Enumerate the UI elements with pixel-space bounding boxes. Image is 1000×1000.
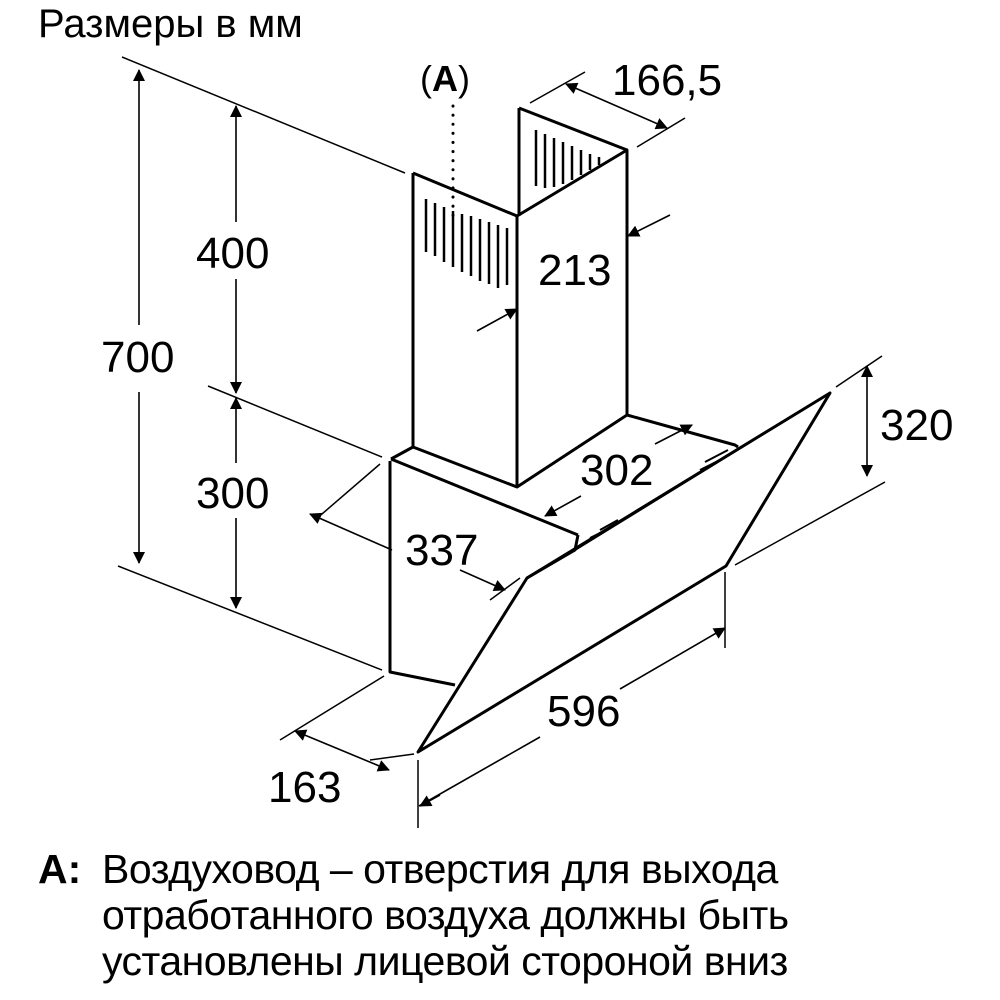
hood-outline	[388, 106, 832, 754]
extension-lines	[117, 56, 886, 828]
dim-body-width: 302	[580, 446, 653, 495]
dim-body-depth: 337	[405, 526, 478, 575]
footnote-line: Воздуховод – отверстия для выхода	[102, 846, 778, 892]
dim-body-height: 300	[196, 469, 269, 518]
footnote-line: установлены лицевой стороной вниз	[102, 938, 788, 984]
dim-total-height: 700	[101, 333, 174, 382]
dim-chimney-height: 400	[196, 229, 269, 278]
diagram-title: Размеры в мм	[38, 2, 303, 46]
dim-glass-height: 320	[880, 401, 953, 450]
dimension-arrows	[133, 69, 873, 807]
control-strip	[589, 449, 729, 539]
hood-dimension-drawing: (A) 700 400 300 166,5 213 302 337 320 59…	[101, 56, 953, 828]
footnote-key: A:	[38, 846, 82, 892]
vent-slots	[424, 130, 601, 288]
dim-bottom-depth: 163	[268, 763, 341, 812]
footnote-line: отработанного воздуха должны быть	[102, 892, 789, 938]
dim-chimney-width: 213	[538, 246, 611, 295]
dim-hood-width: 596	[547, 687, 620, 736]
callout-label-a: (A)	[420, 58, 470, 99]
dim-chimney-depth: 166,5	[612, 56, 722, 105]
